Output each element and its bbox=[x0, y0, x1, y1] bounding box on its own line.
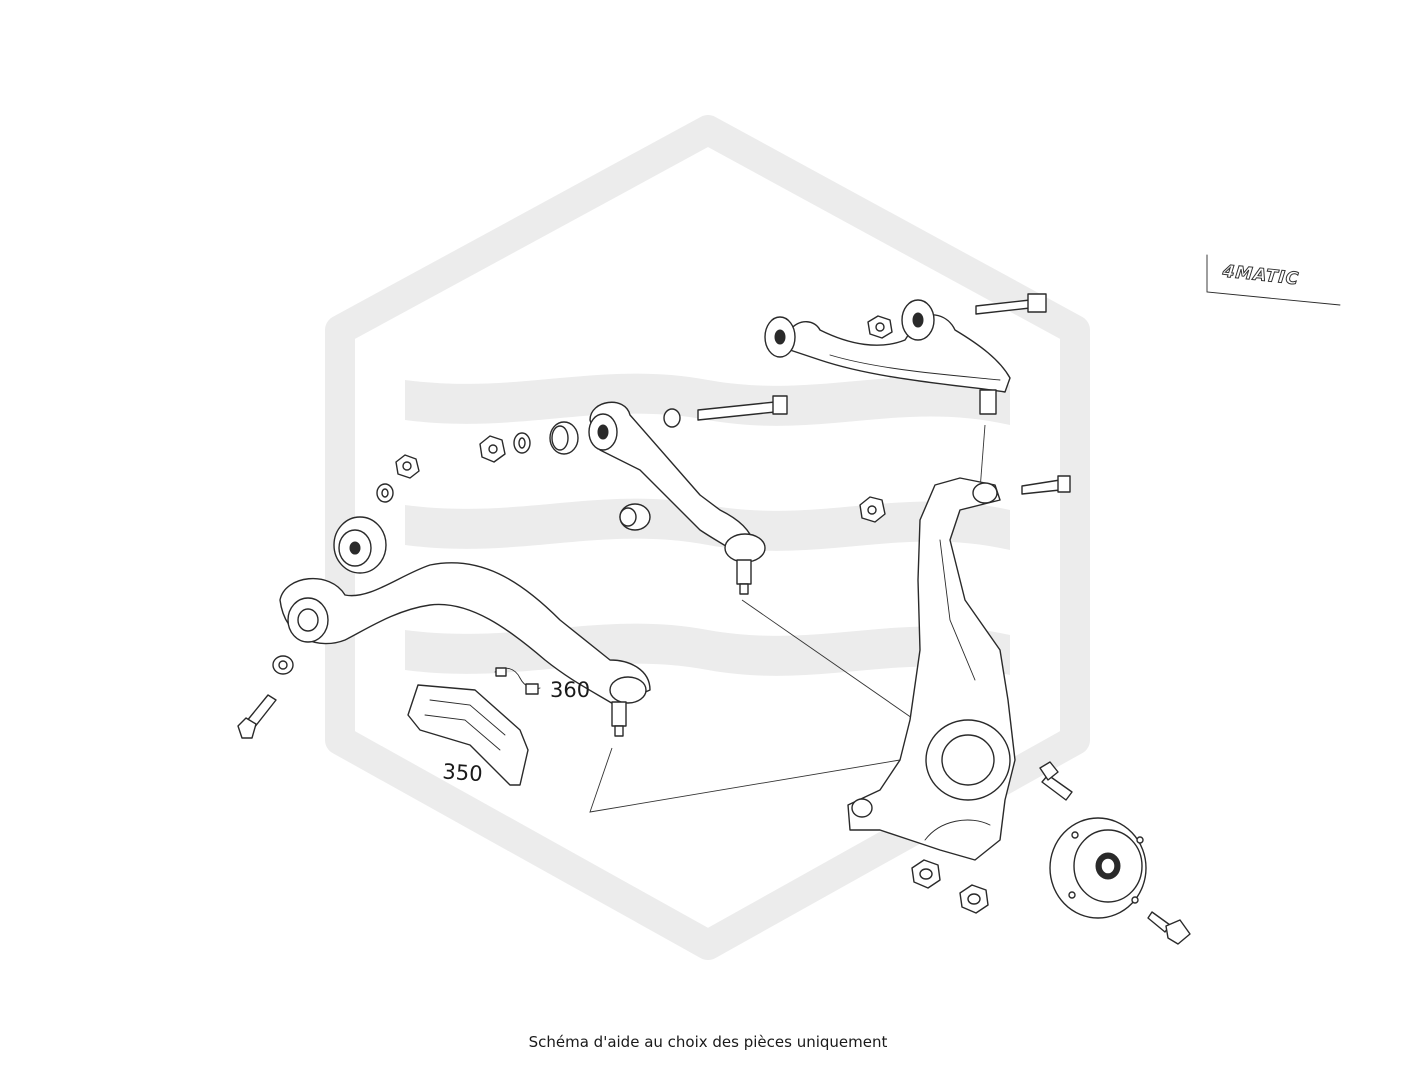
diagram-caption: Schéma d'aide au choix des pièces unique… bbox=[528, 1033, 888, 1051]
steering-knuckle bbox=[847, 477, 1016, 861]
callout-350: 350 bbox=[442, 759, 484, 786]
knuckle-bolt bbox=[1021, 475, 1071, 495]
knuckle-nut-3 bbox=[959, 884, 989, 914]
lower-arm-washer-2 bbox=[272, 655, 294, 675]
part-350-panel bbox=[407, 684, 529, 786]
upper-arm-bolt bbox=[975, 293, 1047, 315]
callout-360: 360 bbox=[550, 678, 590, 702]
strut-nut bbox=[479, 435, 506, 463]
hub-bolt bbox=[1147, 911, 1191, 945]
strut-washer-2 bbox=[663, 408, 681, 428]
knuckle-bolt-2 bbox=[1039, 761, 1073, 801]
knuckle-nut-2 bbox=[911, 859, 941, 889]
upper-control-arm bbox=[764, 299, 1011, 415]
tension-strut bbox=[588, 401, 766, 595]
lower-arm-nut bbox=[395, 454, 420, 479]
lower-arm-bushing bbox=[333, 516, 387, 574]
strut-bolt bbox=[697, 395, 788, 421]
lower-arm-bolt bbox=[237, 694, 277, 739]
lower-arm-washer bbox=[376, 483, 394, 503]
4matic-badge: 4MATIC bbox=[1206, 254, 1341, 306]
lower-control-arm bbox=[279, 562, 651, 737]
strut-bushing bbox=[549, 421, 579, 455]
part-360-wire bbox=[494, 667, 541, 695]
strut-bushing-2 bbox=[619, 503, 651, 531]
strut-washer bbox=[513, 432, 531, 454]
knuckle-nut bbox=[859, 496, 886, 523]
badge-label: 4MATIC bbox=[1221, 261, 1300, 289]
upper-arm-nut bbox=[867, 315, 893, 339]
leader-lines bbox=[589, 424, 986, 813]
wheel-hub bbox=[1049, 817, 1147, 919]
